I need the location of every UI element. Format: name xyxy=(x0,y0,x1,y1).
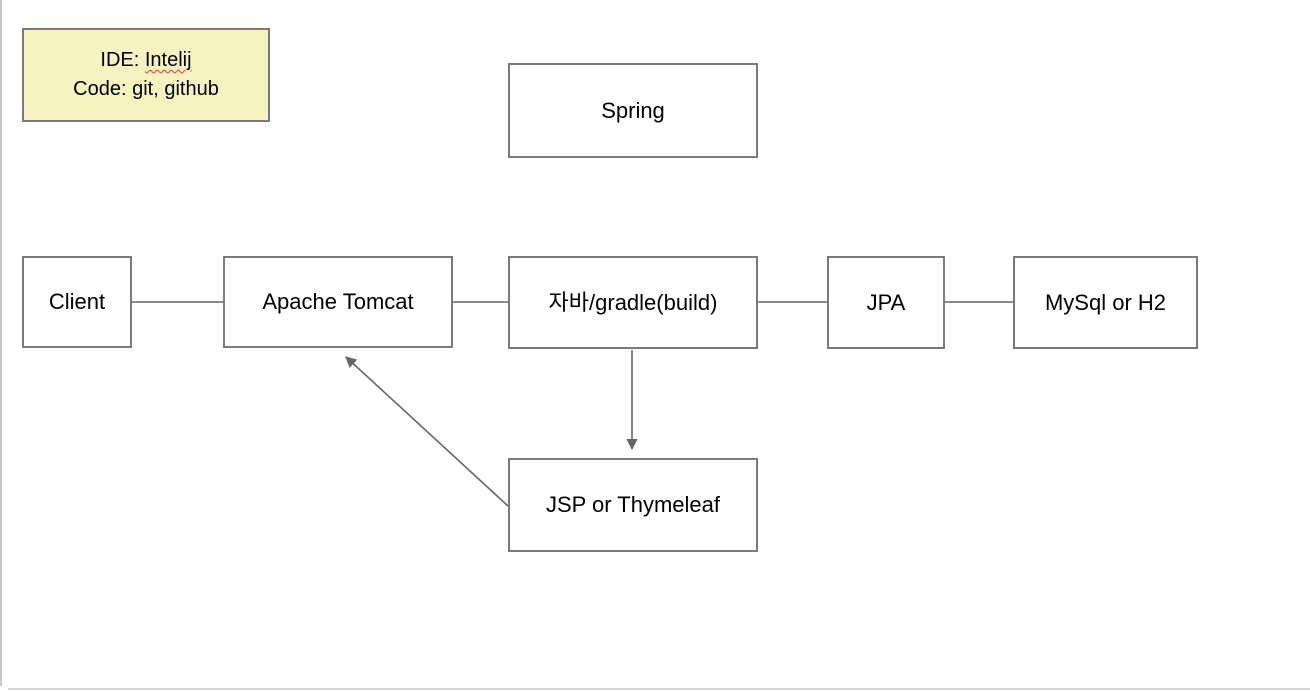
node-apache-tomcat-label: Apache Tomcat xyxy=(262,289,414,315)
node-java-gradle[interactable]: 자바/gradle(build) xyxy=(508,256,758,349)
node-apache-tomcat[interactable]: Apache Tomcat xyxy=(223,256,453,348)
note-misspelled-word: Intelij xyxy=(144,49,192,71)
node-java-gradle-label: 자바/gradle(build) xyxy=(548,289,718,315)
canvas-left-edge xyxy=(0,0,2,686)
arrow-jsp-to-tomcat[interactable] xyxy=(345,356,509,507)
node-mysql-h2-label: MySql or H2 xyxy=(1044,289,1167,315)
node-jsp-thymeleaf[interactable]: JSP or Thymeleaf xyxy=(508,458,758,552)
note-line-1: IDE: Intelij xyxy=(100,46,191,75)
node-jpa[interactable]: JPA xyxy=(827,256,945,349)
sticky-note[interactable]: IDE: Intelij Code: git, github xyxy=(22,28,270,122)
node-spring[interactable]: Spring xyxy=(508,63,758,158)
node-mysql-h2[interactable]: MySql or H2 xyxy=(1013,256,1198,349)
node-client[interactable]: Client xyxy=(22,256,132,348)
note-ide-prefix: IDE: xyxy=(100,49,145,71)
canvas-bottom-edge xyxy=(8,688,1310,690)
node-jpa-label: JPA xyxy=(866,289,906,315)
node-spring-label: Spring xyxy=(601,97,665,123)
note-line-2: Code: git, github xyxy=(73,78,219,100)
node-jsp-thymeleaf-label: JSP or Thymeleaf xyxy=(545,492,721,518)
node-client-label: Client xyxy=(48,289,106,315)
